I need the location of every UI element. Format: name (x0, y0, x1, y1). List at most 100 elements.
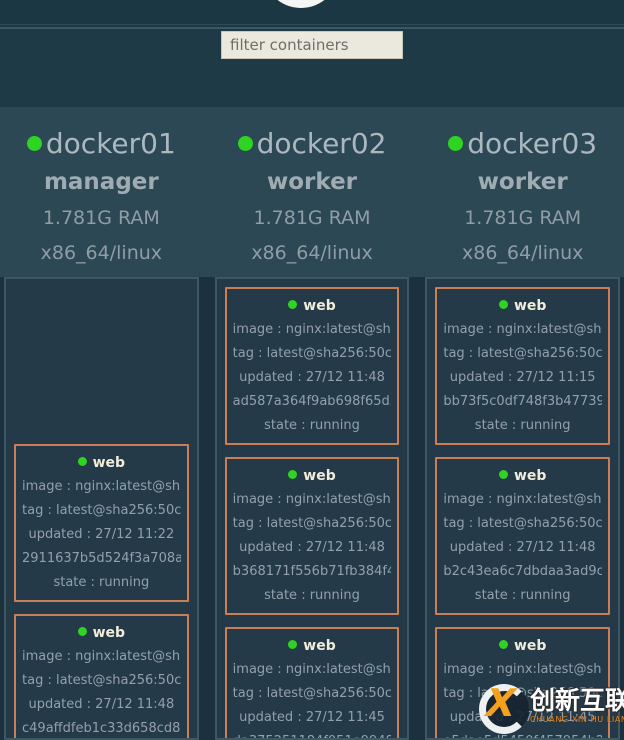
container-card: web image : nginx:latest@sha256:5 tag : l… (14, 614, 189, 738)
container-detail: updated : 27/12 11:45 (239, 710, 385, 725)
node-name: docker02 (215, 127, 410, 161)
node-name-label: docker01 (45, 127, 176, 160)
navbar-divider (0, 25, 624, 29)
container-detail: state : running (53, 575, 150, 590)
container-status-icon (288, 470, 298, 479)
container-detail: bb73f5c0df748f3b4773969088 (443, 394, 602, 409)
container-detail: updated : 27/12 11:48 (28, 697, 175, 712)
container-list: web image : nginx:latest@sha256:5 tag : l… (217, 279, 408, 738)
container-detail: b368171f556b71fb384f404ea1 (232, 564, 392, 579)
filter-containers-input[interactable] (221, 31, 403, 59)
container-detail: image : nginx:latest@sha256:5 (443, 492, 602, 507)
container-detail: updated : 27/12 11:15 (449, 370, 596, 385)
node-status-icon (448, 136, 464, 151)
container-title: web (303, 468, 336, 484)
container-detail: image : nginx:latest@sha256:5 (443, 322, 602, 337)
nodes-header: docker01 manager 1.781G RAM x86_64/linux… (0, 107, 624, 277)
container-title-row: web (22, 451, 181, 475)
node-ram: 1.781G RAM (253, 207, 371, 229)
container-title: web (303, 298, 336, 314)
container-status-icon (77, 627, 87, 636)
node-role: worker (477, 169, 568, 195)
node-ram: 1.781G RAM (42, 207, 160, 229)
container-detail: image : nginx:latest@sha256:5 (22, 649, 181, 664)
container-title: web (513, 298, 547, 314)
container-list: web image : nginx:latest@sha256:5 tag : l… (427, 279, 618, 738)
container-title-row: web (443, 634, 602, 658)
container-status-icon (77, 457, 87, 466)
container-detail: updated : 27/12 11:22 (28, 527, 175, 542)
watermark-en-text: CHUANG XIN HU LIAN (530, 715, 624, 724)
container-title: web (92, 625, 126, 641)
container-detail: tag : latest@sha256:50cf965a6 (443, 516, 603, 531)
node-panel: web image : nginx:latest@sha256:5 tag : l… (4, 277, 199, 740)
container-detail: state : running (264, 588, 360, 603)
container-detail: tag : latest@sha256:50cf965a6 (232, 686, 392, 701)
container-title-row: web (233, 464, 392, 488)
node-header: docker03 worker 1.781G RAM x86_64/linux (425, 107, 620, 277)
container-detail: tag : latest@sha256:50cf965a6 (232, 346, 392, 361)
node-name: docker03 (425, 127, 620, 161)
container-detail: updated : 27/12 11:48 (239, 370, 385, 385)
filter-section (0, 29, 624, 107)
container-status-icon (498, 470, 508, 479)
container-detail: tag : latest@sha256:50cf965a6 (22, 503, 181, 518)
node-status-icon (237, 136, 253, 151)
container-card: web image : nginx:latest@sha256:5 tag : l… (224, 287, 400, 445)
node-name-label: docker03 (467, 127, 598, 160)
watermark-logo-icon (479, 684, 529, 734)
node-status-icon (26, 136, 42, 151)
container-card: web image : nginx:latest@sha256:5 tag : l… (224, 457, 400, 615)
container-status-icon (288, 640, 298, 649)
container-title-row: web (443, 294, 602, 318)
container-detail: state : running (474, 418, 571, 433)
container-lines: image : nginx:latest@sha256:5 tag : lates… (233, 488, 392, 608)
container-detail: tag : latest@sha256:50cf965a6 (22, 673, 181, 688)
node-panel: web image : nginx:latest@sha256:5 tag : l… (425, 277, 621, 740)
container-lines: image : nginx:latest@sha256:5 tag : lates… (22, 475, 181, 595)
container-detail: image : nginx:latest@sha256:5 (232, 662, 392, 677)
container-detail: b2c43ea6c7dbdaa3ad9ca719b (443, 564, 602, 579)
node-role: manager (43, 169, 159, 195)
container-detail: image : nginx:latest@sha256:5 (232, 492, 392, 507)
container-card: web image : nginx:latest@sha256:5 tag : l… (14, 444, 189, 602)
empty-space (14, 287, 189, 444)
container-title-row: web (233, 634, 392, 658)
container-lines: image : nginx:latest@sha256:5 tag : lates… (232, 658, 392, 738)
container-lines: image : nginx:latest@sha256:5 tag : lates… (233, 318, 392, 438)
container-lines: image : nginx:latest@sha256:5 tag : lates… (443, 318, 602, 438)
container-title: web (303, 638, 336, 654)
nodes-panels: web image : nginx:latest@sha256:5 tag : l… (0, 277, 624, 740)
node-name: docker01 (4, 127, 199, 161)
node-ram: 1.781G RAM (464, 207, 582, 229)
container-title-row: web (233, 294, 392, 318)
node-arch: x86_64/linux (251, 242, 373, 264)
container-detail: updated : 27/12 11:48 (449, 540, 596, 555)
container-detail: ad587a364f9ab698f65d5397e (232, 394, 392, 409)
watermark: X 创新互联 CHUANG XIN HU LIAN (476, 681, 624, 740)
container-title: web (92, 455, 126, 471)
container-detail: 2911637b5d524f3a708a98475 (22, 551, 181, 566)
container-list: web image : nginx:latest@sha256:5 tag : l… (6, 279, 197, 738)
container-detail: image : nginx:latest@sha256:5 (232, 322, 392, 337)
watermark-cn-text: 创新互联 (530, 686, 624, 715)
node-arch: x86_64/linux (461, 242, 584, 264)
node-header: docker02 worker 1.781G RAM x86_64/linux (215, 107, 410, 277)
container-lines: image : nginx:latest@sha256:5 tag : lates… (443, 488, 602, 608)
container-status-icon (498, 300, 508, 309)
container-card: web image : nginx:latest@sha256:5 tag : l… (224, 627, 400, 738)
node-role: worker (267, 169, 358, 195)
container-detail: tag : latest@sha256:50cf965a6 (443, 346, 603, 361)
app-logo-icon (263, 0, 339, 8)
container-detail: c49affdfeb1c33d658cd8ba580 (22, 721, 181, 736)
container-card: web image : nginx:latest@sha256:5 tag : l… (435, 287, 611, 445)
container-title: web (513, 468, 547, 484)
container-detail: updated : 27/12 11:48 (239, 540, 385, 555)
container-detail: image : nginx:latest@sha256:5 (443, 662, 602, 677)
container-detail: da375251184f051e99488c2d3 (233, 730, 392, 738)
container-lines: image : nginx:latest@sha256:5 tag : lates… (22, 645, 181, 738)
container-card: web image : nginx:latest@sha256:5 tag : l… (435, 457, 611, 615)
container-status-icon (498, 640, 508, 649)
container-detail: image : nginx:latest@sha256:5 (22, 479, 181, 494)
container-detail: tag : latest@sha256:50cf965a6 (232, 516, 392, 531)
